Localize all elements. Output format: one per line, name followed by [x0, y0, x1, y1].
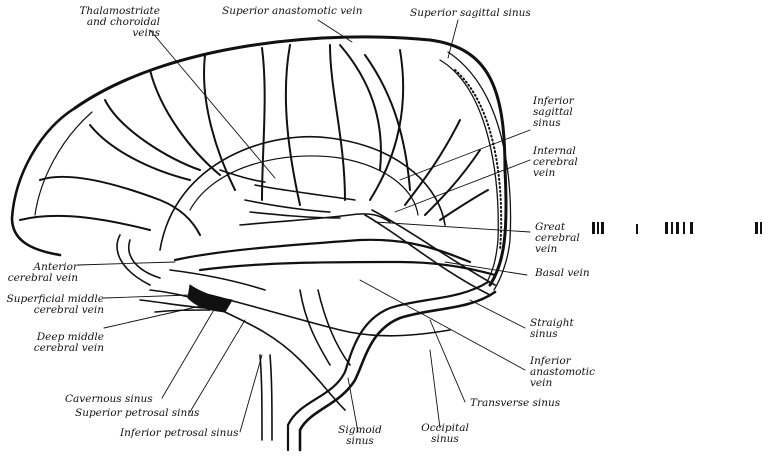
label-sigmoid-sinus: Sigmoid sinus	[325, 425, 395, 447]
deep-veins	[220, 170, 390, 225]
label-basal-vein: Basal vein	[535, 268, 590, 279]
label-deep-middle-cerebral-vein: Deep middle cerebral vein	[0, 332, 104, 354]
label-occipital-sinus: Occipital sinus	[410, 423, 480, 445]
label-superior-anastomotic-vein: Superior anastomotic vein	[222, 6, 363, 17]
label-straight-sinus: Straight sinus	[530, 318, 574, 340]
label-cavernous-sinus: Cavernous sinus	[65, 394, 153, 405]
label-inferior-petrosal-sinus: Inferior petrosal sinus	[120, 428, 239, 439]
label-superior-petrosal-sinus: Superior petrosal sinus	[75, 408, 199, 419]
label-anterior-cerebral-vein: Anterior cerebral vein	[0, 262, 78, 284]
leader-lines	[78, 20, 530, 432]
label-transverse-sinus: Transverse sinus	[470, 398, 560, 409]
label-internal-cerebral-vein: Internal cerebral vein	[533, 146, 578, 179]
label-thalamostriate-veins: Thalamostriate and choroidal veins	[38, 6, 160, 39]
label-inferior-sagittal-sinus: Inferior sagittal sinus	[533, 96, 574, 129]
petrosal-occipital	[200, 290, 450, 440]
cortical-veins	[20, 45, 488, 235]
label-great-cerebral-vein: Great cerebral vein	[535, 222, 580, 255]
label-superficial-middle-cerebral-vein: Superficial middle cerebral vein	[0, 294, 104, 316]
label-superior-sagittal-sinus: Superior sagittal sinus	[410, 8, 531, 19]
label-inferior-anastomotic-vein: Inferior anastomotic vein	[530, 356, 595, 389]
